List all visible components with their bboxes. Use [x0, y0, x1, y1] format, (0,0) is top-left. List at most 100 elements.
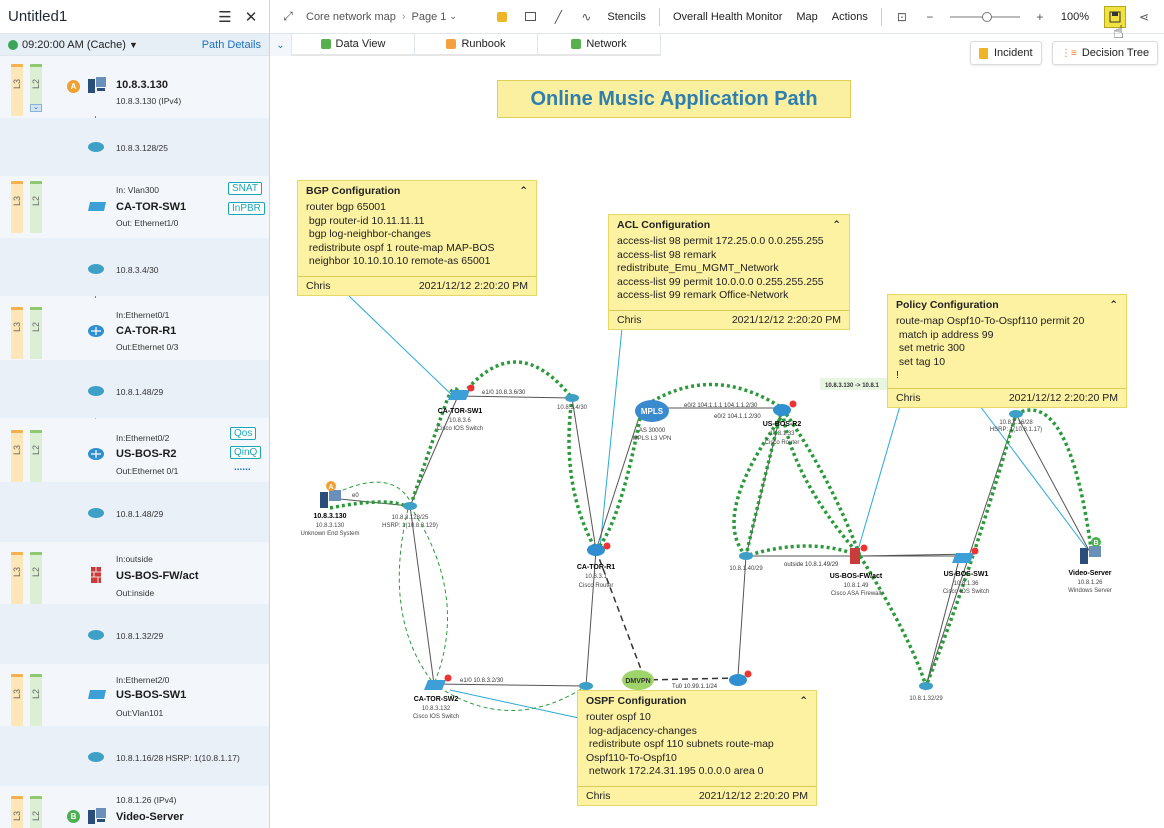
device-ca-tor-sw1[interactable]: CA-TOR-SW1 10.8.3.6 Cisco IOS Switch	[437, 384, 483, 433]
diagram-title[interactable]: Online Music Application Path	[497, 80, 851, 118]
stencils-menu[interactable]: Stencils	[607, 10, 646, 23]
view-tabs: ⌄ Data View Runbook Network	[270, 34, 661, 56]
fullscreen-icon[interactable]: ⤢	[283, 9, 293, 23]
device-ca-tor-r1[interactable]: CA-TOR-R1 10.8.3.1 Cisco Router	[577, 542, 615, 590]
zoom-slider-knob[interactable]	[981, 11, 992, 22]
link-label: outside 10.8.1.49/29	[784, 562, 839, 568]
collapse-icon[interactable]: ⌃	[1109, 299, 1118, 311]
layer-l2-bar[interactable]: L2	[30, 181, 42, 233]
link-label: e0/2 104.1.1.1 104.1.1.2/30	[684, 403, 758, 409]
rectangle-icon[interactable]	[522, 9, 538, 25]
hop-subnet-row[interactable]: 10.8.1.48/29	[0, 482, 269, 542]
device-host[interactable]: A 10.8.3.130 10.8.3.130 Unknown End Syst…	[300, 481, 360, 537]
menu-icon[interactable]: ☰	[218, 8, 232, 26]
share-icon[interactable]: ⋖	[1138, 9, 1150, 24]
layer-l2-bar[interactable]: L2	[30, 796, 42, 828]
save-button[interactable]	[1104, 5, 1126, 28]
device-us-bos-r2[interactable]: US-BOS-R2 10.8.1.33 Cisco Router	[763, 400, 802, 447]
incident-button[interactable]: Incident	[970, 41, 1042, 65]
layer-l3-bar[interactable]: L3	[11, 307, 23, 359]
feature-tag-snat[interactable]: SNAT	[228, 182, 262, 195]
layer-l3-bar[interactable]: L3	[11, 552, 23, 604]
device-mpls-cloud[interactable]: MPLS AS 30000 MPLS L3 VPN	[633, 400, 672, 442]
fit-view-icon[interactable]: ⊡	[896, 9, 907, 24]
note-icon[interactable]	[494, 9, 510, 25]
link-set	[329, 395, 1093, 687]
actions-menu[interactable]: Actions	[831, 10, 868, 23]
note-author: Chris	[617, 314, 642, 326]
hop-subnet-row[interactable]: 10.8.3.4/30	[0, 238, 269, 296]
feature-tag-qos[interactable]: Qos	[230, 427, 257, 440]
network-diagram: A 10.8.3.130 10.8.3.130 Unknown End Syst…	[300, 295, 1112, 721]
hop-in-interface: In: Vlan300	[116, 185, 160, 195]
layer-l3-bar[interactable]: L3	[11, 430, 23, 482]
bgp-config-note[interactable]: BGP Configuration⌃ router bgp 65001 bgp …	[297, 180, 537, 296]
line-icon[interactable]: ╱	[554, 9, 563, 24]
curve-icon[interactable]: ∿	[581, 9, 592, 24]
feature-tag-qinq[interactable]: QinQ	[230, 446, 262, 459]
layer-l3-bar[interactable]: L3	[11, 796, 23, 828]
hop-device-row[interactable]: L3 L2 10.8.1.26 (IPv4) B Video-Server	[0, 786, 269, 828]
svg-text:B: B	[1093, 540, 1098, 547]
hop-device-row[interactable]: L3 L2 In:Ethernet0/1 CA-TOR-R1 Out:Ether…	[0, 298, 269, 360]
svg-text:Cisco Router: Cisco Router	[579, 583, 614, 589]
device-video-server[interactable]: B Video-Server 10.8.1.26 Windows Server	[1068, 537, 1112, 594]
zoom-in-icon[interactable]: +	[1036, 9, 1044, 24]
subnet-nodes	[403, 394, 1023, 690]
feature-tag-inpbr[interactable]: InPBR	[228, 202, 265, 215]
collapse-icon[interactable]: ⌃	[832, 219, 841, 231]
device-us-bos-sw1[interactable]: US-BOS-SW1 10.8.1.36 Cisco IOS Switch	[943, 547, 989, 596]
zoom-slider[interactable]	[949, 11, 1020, 22]
tab-runbook[interactable]: Runbook	[415, 34, 538, 56]
layer-l2-bar[interactable]: L2	[30, 674, 42, 726]
hop-subnet-row[interactable]: 10.8.1.16/28 HSRP: 1(10.8.1.17)	[0, 726, 269, 786]
expand-chevron-icon[interactable]: ⌄	[30, 104, 42, 112]
path-details-link[interactable]: Path Details	[201, 38, 261, 51]
collapse-toggle-icon[interactable]: ⌄	[270, 34, 292, 56]
layer-l3-bar[interactable]: L3	[11, 64, 23, 116]
hop-device-row[interactable]: L3 L2 In:Ethernet0/2 US-BOS-R2 Out:Ether…	[0, 420, 269, 482]
device-us-bos-fw[interactable]: US-BOS-FW/act 10.8.1.49 Cisco ASA Firewa…	[830, 544, 883, 598]
svg-text:CA-TOR-SW2: CA-TOR-SW2	[414, 696, 459, 703]
hop-device-row[interactable]: L3 L2 ⌄ A 10.8.3.130 10.8.3.130 (IPv4)	[0, 56, 269, 116]
layer-l2-bar[interactable]: L2	[30, 552, 42, 604]
layer-l2-bar[interactable]: L2	[30, 64, 42, 108]
close-icon[interactable]: ✕	[244, 8, 258, 26]
hop-subnet-row[interactable]: 10.8.3.128/25	[0, 118, 269, 176]
policy-config-note[interactable]: Policy Configuration⌃ route-map Ospf10-T…	[887, 294, 1127, 408]
zoom-out-icon[interactable]: −	[926, 9, 934, 24]
breadcrumb-page[interactable]: Page 1	[411, 10, 447, 23]
collapse-icon[interactable]: ⌃	[519, 185, 528, 197]
collapse-icon[interactable]: ⌃	[799, 695, 808, 707]
hop-device-row[interactable]: L3 L2 In:outside US-BOS-FW/act Out:insid…	[0, 542, 269, 604]
layer-l2-bar[interactable]: L2	[30, 307, 42, 359]
path-callout[interactable]	[820, 378, 900, 390]
svg-text:CA-TOR-R1: CA-TOR-R1	[577, 564, 615, 571]
router-icon	[88, 448, 104, 460]
hop-subnet-row[interactable]: 10.8.1.32/29	[0, 604, 269, 664]
layer-l3-bar[interactable]: L3	[11, 674, 23, 726]
device-router[interactable]	[729, 670, 752, 687]
map-menu[interactable]: Map	[796, 10, 818, 23]
tab-network[interactable]: Network	[538, 34, 661, 56]
more-tags-link[interactable]: ......	[234, 462, 251, 473]
time-selector[interactable]: 09:20:00 AM (Cache)	[22, 38, 126, 51]
tab-data-view[interactable]: Data View	[292, 34, 415, 56]
svg-text:Unknown End System: Unknown End System	[300, 531, 359, 537]
path-hop-list: L3 L2 ⌄ A 10.8.3.130 10.8.3.130 (IPv4) 1…	[0, 56, 269, 828]
chevron-down-icon[interactable]: ▼	[128, 39, 138, 50]
acl-config-note[interactable]: ACL Configuration⌃ access-list 98 permit…	[608, 214, 850, 330]
hop-device-row[interactable]: L3 L2 In: Vlan300 CA-TOR-SW1 Out: Ethern…	[0, 176, 269, 238]
ospf-config-note[interactable]: OSPF Configuration⌃ router ospf 10 log-a…	[577, 690, 817, 806]
hop-subnet-row[interactable]: 10.8.1.48/29	[0, 360, 269, 418]
device-ca-tor-sw2[interactable]: CA-TOR-SW2 10.8.3.132 Cisco IOS Switch	[413, 674, 459, 721]
decision-tree-button[interactable]: ⋮≡ Decision Tree	[1052, 41, 1159, 65]
hop-device-row[interactable]: L3 L2 In:Ethernet2/0 US-BOS-SW1 Out:Vlan…	[0, 664, 269, 726]
device-dmvpn-cloud[interactable]: DMVPN	[622, 670, 654, 690]
network-icon	[571, 39, 582, 49]
health-monitor-menu[interactable]: Overall Health Monitor	[672, 10, 783, 23]
layer-l3-bar[interactable]: L3	[11, 181, 23, 233]
layer-l2-bar[interactable]: L2	[30, 430, 42, 482]
chevron-down-icon[interactable]: ⌄	[449, 11, 457, 21]
breadcrumb-map[interactable]: Core network map	[306, 10, 396, 23]
